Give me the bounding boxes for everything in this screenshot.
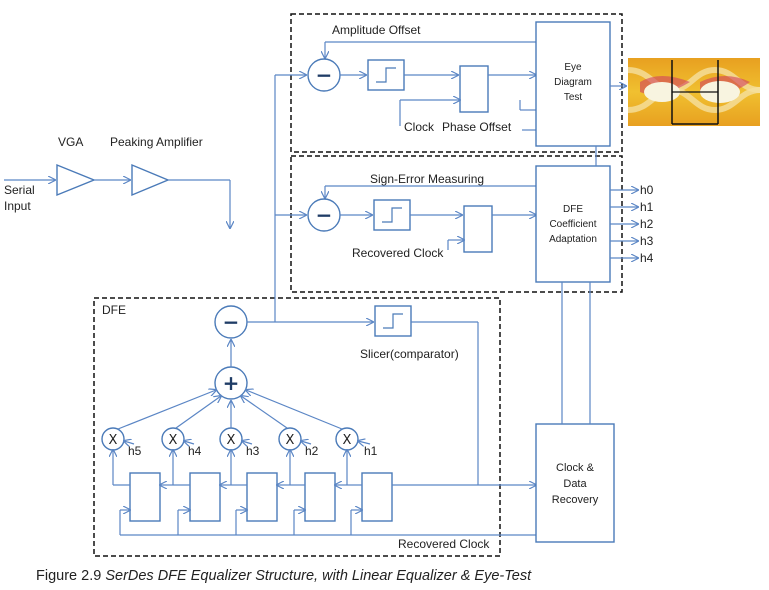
dfe-coeff-line1: DFE [563, 204, 583, 215]
svg-text:+: + [223, 371, 240, 395]
tap-h5: h5 [128, 444, 142, 458]
caption-prefix: Figure 2.9 [36, 568, 105, 584]
svg-text:−: − [223, 310, 240, 334]
dfe-adaptation-region [290, 155, 623, 293]
adaptation-slicer-step-icon [382, 207, 402, 223]
dfe-coeff-line3: Adaptation [549, 234, 597, 245]
eye-diagram-test-line3: Test [564, 92, 583, 103]
recovered-clock-bottom-label: Recovered Clock [398, 537, 490, 551]
cdr-line1: Clock & [556, 462, 595, 474]
dfe-label: DFE [102, 303, 126, 317]
figure-caption: Figure 2.9 SerDes DFE Equalizer Structur… [36, 568, 532, 584]
amplitude-offset-label: Amplitude Offset [332, 23, 421, 37]
svg-text:−: − [316, 203, 333, 227]
eye-slicer-step-icon [376, 67, 396, 83]
clock-data-recovery-box [535, 423, 615, 543]
svg-text:−: − [316, 63, 333, 87]
svg-text:X: X [109, 433, 118, 448]
adaptation-flipflop-box [463, 205, 493, 253]
svg-text:X: X [169, 433, 178, 448]
tap-h4: h4 [188, 444, 202, 458]
peaking-amplifier-triangle-icon [131, 163, 170, 197]
output-h1: h1 [640, 200, 654, 214]
caption-italic: SerDes DFE Equalizer Structure, with Lin… [105, 568, 532, 584]
output-h0: h0 [640, 183, 654, 197]
dfe-register-4 [189, 472, 221, 522]
cdr-line3: Recovery [552, 494, 599, 506]
eye-diagram-test-box [535, 21, 611, 147]
dfe-coeff-line2: Coefficient [549, 219, 596, 230]
svg-text:X: X [286, 433, 295, 448]
tap-h1: h1 [364, 444, 378, 458]
eye-diagram-test-line1: Eye [564, 62, 582, 73]
svg-text:X: X [227, 433, 236, 448]
dfe-region [93, 297, 501, 557]
eye-diagram-test-line2: Diagram [554, 77, 592, 88]
input-label: Input [4, 199, 31, 213]
vga-label: VGA [58, 135, 83, 149]
cdr-line2: Data [563, 478, 587, 490]
sign-error-measuring-label: Sign-Error Measuring [370, 172, 484, 186]
dfe-register-1 [361, 472, 393, 522]
vga-triangle-icon [56, 163, 96, 197]
tap-h3: h3 [246, 444, 260, 458]
dfe-register-3 [246, 472, 278, 522]
dfe-register-2 [304, 472, 336, 522]
output-h3: h3 [640, 234, 654, 248]
dfe-slicer-step-icon [383, 313, 403, 329]
peaking-amplifier-label: Peaking Amplifier [110, 135, 203, 149]
slicer-label: Slicer(comparator) [360, 347, 459, 361]
dfe-coefficient-adaptation-box [535, 165, 611, 283]
tap-h2: h2 [305, 444, 319, 458]
dfe-register-5 [129, 472, 161, 522]
output-h2: h2 [640, 217, 654, 231]
recovered-clock-mid-label: Recovered Clock [352, 246, 444, 260]
clock-label: Clock [404, 120, 435, 134]
svg-text:X: X [343, 433, 352, 448]
output-h4: h4 [640, 251, 654, 265]
eye-flipflop-box [459, 65, 489, 113]
serial-label: Serial [4, 183, 35, 197]
phase-offset-label: Phase Offset [442, 120, 512, 134]
eye-diagram-image [627, 58, 761, 126]
